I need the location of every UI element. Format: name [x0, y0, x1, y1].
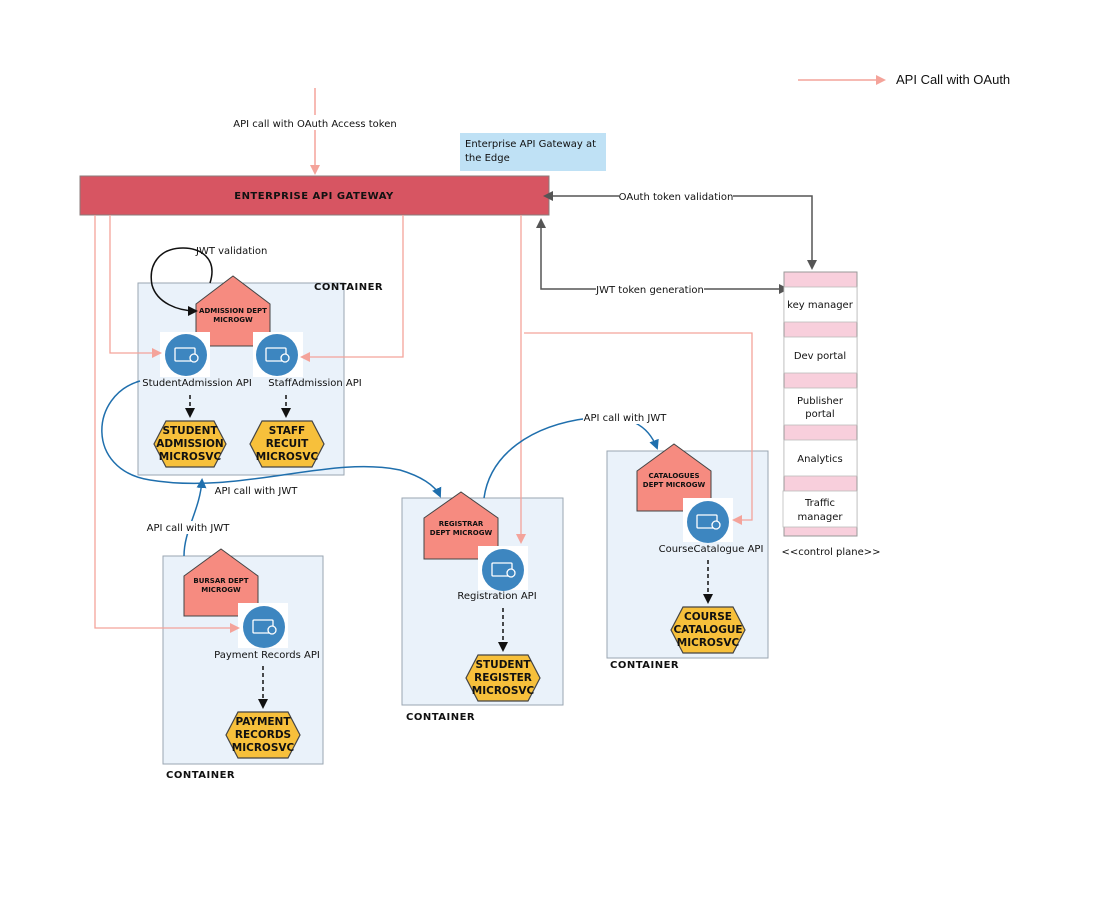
- container-bursar: CONTAINER BURSAR DEPT MICROGW Payment Re…: [162, 548, 324, 781]
- svg-text:MICROGW: MICROGW: [201, 586, 241, 594]
- staff-admission-api-icon[interactable]: [255, 333, 299, 377]
- student-register-microsvc[interactable]: [465, 654, 541, 702]
- control-plane: key manager Dev portal Publisher portal …: [781, 271, 881, 558]
- cp-dev-portal[interactable]: [783, 336, 858, 374]
- jwt-validation-label: JWT validation: [195, 246, 267, 257]
- container-catalogues-label: CONTAINER: [610, 660, 679, 671]
- jwt-validation-loop: [150, 247, 213, 316]
- course-catalogue-api-icon[interactable]: [686, 500, 730, 544]
- gateway-note-line2: the Edge: [465, 153, 510, 164]
- cp-analytics-label: Analytics: [797, 454, 842, 465]
- payment-records-api-icon[interactable]: [242, 605, 286, 649]
- svg-text:RECUIT: RECUIT: [266, 438, 309, 450]
- student-admission-microsvc[interactable]: [153, 420, 227, 468]
- svg-text:CATALOGUES: CATALOGUES: [648, 472, 699, 480]
- svg-text:STUDENT: STUDENT: [162, 425, 218, 437]
- jwt-generation-arrow: [536, 218, 789, 294]
- cp-traffic-manager-line2: manager: [798, 512, 844, 523]
- gateway-note: Enterprise API Gateway at the Edge: [460, 133, 606, 171]
- staff-recuit-microsvc[interactable]: [249, 420, 325, 468]
- catalogues-microgw[interactable]: [636, 443, 712, 512]
- container-admission-label: CONTAINER: [314, 282, 383, 293]
- bursar-microgw[interactable]: [183, 548, 259, 617]
- course-catalogue-microsvc[interactable]: [670, 606, 746, 654]
- jwt-generation-label: JWT token generation: [595, 285, 704, 296]
- container-admission: CONTAINER ADMISSION DEPT MICROGW Student…: [137, 275, 383, 476]
- container-bursar-label: CONTAINER: [166, 770, 235, 781]
- student-admission-api-label: StudentAdmission API: [142, 378, 252, 389]
- enterprise-api-gateway[interactable]: ENTERPRISE API GATEWAY: [79, 175, 550, 216]
- registration-api-label: Registration API: [457, 591, 536, 602]
- legend-label: API Call with OAuth: [896, 72, 1010, 87]
- jwt-call-catalogue-label: API call with JWT: [584, 413, 668, 424]
- payment-records-microsvc[interactable]: [225, 711, 301, 759]
- jwt-call-bursar-label: API call with JWT: [147, 523, 231, 534]
- svg-text:COURSE: COURSE: [684, 611, 732, 623]
- payment-records-api-label: Payment Records API: [214, 650, 320, 661]
- oauth-route-payment-records: [94, 215, 240, 633]
- jwt-call-admission-to-registration: [101, 380, 442, 498]
- control-plane-caption: <<control plane>>: [781, 547, 880, 558]
- svg-text:STUDENT: STUDENT: [475, 659, 531, 671]
- cp-publisher-portal-line2: portal: [805, 409, 834, 420]
- svg-text:MICROGW: MICROGW: [213, 316, 253, 324]
- oauth-route-staff-admission: [300, 215, 404, 362]
- gateway-note-line1: Enterprise API Gateway at: [465, 139, 596, 150]
- cp-traffic-manager-line1: Traffic: [804, 498, 835, 509]
- oauth-route-course-catalogue: [524, 332, 753, 525]
- cp-publisher-portal-line1: Publisher: [797, 396, 844, 407]
- legend: API Call with OAuth: [798, 72, 1010, 87]
- svg-text:RECORDS: RECORDS: [235, 729, 291, 741]
- svg-text:DEPT MICROGW: DEPT MICROGW: [430, 529, 493, 537]
- svg-text:BURSAR DEPT: BURSAR DEPT: [193, 577, 248, 585]
- incoming-label: API call with OAuth Access token: [233, 119, 396, 130]
- container-catalogues: CONTAINER CATALOGUES DEPT MICROGW Course…: [606, 443, 769, 671]
- registrar-microgw[interactable]: [423, 491, 499, 560]
- svg-text:MICROSVC: MICROSVC: [472, 685, 535, 697]
- svg-text:DEPT MICROGW: DEPT MICROGW: [643, 481, 706, 489]
- oauth-route-student-admission: [109, 215, 162, 358]
- cp-publisher-portal[interactable]: [783, 387, 858, 426]
- cp-analytics[interactable]: [783, 439, 858, 477]
- oauth-validation-arrow: [543, 191, 817, 270]
- svg-text:PAYMENT: PAYMENT: [235, 716, 291, 728]
- cp-key-manager-label: key manager: [787, 300, 854, 311]
- svg-text:MICROSVC: MICROSVC: [677, 637, 740, 649]
- cp-dev-portal-label: Dev portal: [794, 351, 846, 362]
- cp-key-manager[interactable]: [783, 286, 858, 323]
- oauth-validation-label: OAuth token validation: [619, 192, 734, 203]
- svg-text:ADMISSION DEPT: ADMISSION DEPT: [199, 307, 267, 315]
- svg-text:MICROSVC: MICROSVC: [232, 742, 295, 754]
- svg-text:MICROSVC: MICROSVC: [256, 451, 319, 463]
- svg-text:REGISTER: REGISTER: [474, 672, 532, 684]
- cp-traffic-manager[interactable]: [782, 490, 858, 528]
- container-registrar-label: CONTAINER: [406, 712, 475, 723]
- jwt-call-bursar-to-admission: [183, 478, 207, 557]
- staff-admission-api-label: StaffAdmission API: [268, 378, 361, 389]
- svg-text:CATALOGUE: CATALOGUE: [673, 624, 742, 636]
- svg-text:REGISTRAR: REGISTRAR: [439, 520, 484, 528]
- svg-text:MICROSVC: MICROSVC: [159, 451, 222, 463]
- svg-text:STAFF: STAFF: [269, 425, 305, 437]
- registration-api-icon[interactable]: [481, 548, 525, 592]
- gateway-title: ENTERPRISE API GATEWAY: [234, 191, 394, 202]
- course-catalogue-api-label: CourseCatalogue API: [659, 544, 764, 555]
- student-admission-api-icon[interactable]: [164, 333, 208, 377]
- jwt-call-admission-label: API call with JWT: [215, 486, 299, 497]
- container-registrar: CONTAINER REGISTRAR DEPT MICROGW Registr…: [401, 491, 564, 723]
- svg-text:ADMISSION: ADMISSION: [156, 438, 223, 450]
